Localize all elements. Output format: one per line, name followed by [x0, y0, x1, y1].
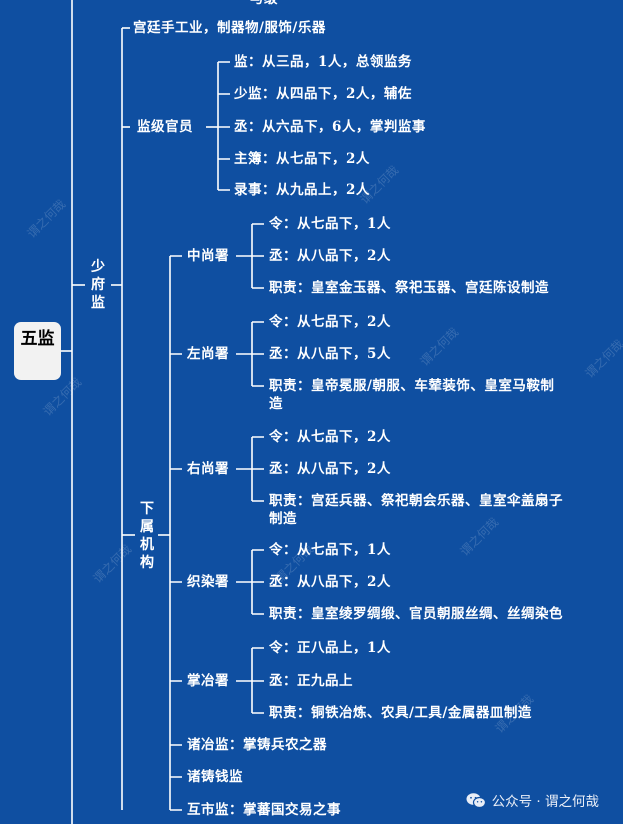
root-node: 五监: [14, 322, 61, 380]
node-zuoshang: 左尚署: [187, 346, 229, 362]
node-palace-craft: 宫廷手工业，制器物/服饰/乐器: [133, 20, 326, 36]
node-officials: 监级官员: [137, 119, 193, 135]
official-item: 主簿：从七品下，2人: [234, 151, 370, 167]
detail-item: 丞：从八品下，2人: [269, 574, 391, 590]
node-zhongshang: 中尚署: [187, 248, 229, 264]
footer-attribution: 公众号 · 谓之何哉: [466, 790, 599, 810]
node-shaofu: 少府监: [91, 259, 105, 311]
node-hushi-desc: ：掌蕃国交易之事: [229, 802, 341, 818]
detail-item: 令：从七品下，2人: [269, 314, 391, 330]
detail-item: 职责：皇室金玉器、祭祀玉器、宫廷陈设制造: [269, 280, 549, 296]
partial-node-label: 与级: [250, 0, 278, 8]
detail-item: 丞：正九品上: [269, 673, 353, 689]
detail-item: 丞：从八品下，2人: [269, 461, 391, 477]
detail-item: 职责：宫廷兵器、祭祀朝会乐器、皇室伞盖扇子: [269, 493, 563, 509]
footer-text: 公众号 · 谓之何哉: [491, 794, 599, 810]
detail-item: 令：从七品下，1人: [269, 542, 391, 558]
node-hushi: 互市监：掌蕃国交易之事: [187, 801, 341, 819]
node-zhuye-desc: ：掌铸兵农之器: [229, 737, 327, 753]
node-zhuye-name: 诸冶监: [187, 737, 229, 753]
node-subordinate: 下属机构: [140, 501, 154, 571]
detail-item: 丞：从八品下，5人: [269, 346, 391, 362]
official-item: 少监：从四品下，2人，辅佐: [234, 86, 412, 102]
node-zhiran: 织染署: [187, 574, 229, 590]
detail-item: 令：正八品上，1人: [269, 640, 391, 656]
node-zhuzhu: 诸铸钱监: [187, 769, 243, 785]
detail-item: 丞：从八品下，2人: [269, 248, 391, 264]
detail-item: 职责：皇室绫罗绸缎、官员朝服丝绸、丝绸染色: [269, 606, 563, 622]
node-hushi-name: 互市监: [187, 802, 229, 818]
wechat-icon: [466, 792, 486, 808]
detail-item: 令：从七品下，1人: [269, 216, 391, 232]
official-item: 监：从三品，1人，总领监务: [234, 54, 412, 70]
detail-item: 职责：皇帝冕服/朝服、车辇装饰、皇室马鞍制: [269, 378, 555, 394]
detail-item: 职责：铜铁冶炼、农具/工具/金属器皿制造: [269, 705, 532, 721]
official-item: 录事：从九品上，2人: [234, 182, 370, 198]
node-zhangye: 掌冶署: [187, 673, 229, 689]
detail-item: 令：从七品下，2人: [269, 429, 391, 445]
official-item: 丞：从六品下，6人，掌判监事: [234, 119, 426, 135]
detail-item-cont: 制造: [269, 511, 297, 527]
node-zhuye: 诸冶监：掌铸兵农之器: [187, 736, 327, 754]
detail-item-cont: 造: [269, 396, 283, 412]
node-youshang: 右尚署: [187, 461, 229, 477]
